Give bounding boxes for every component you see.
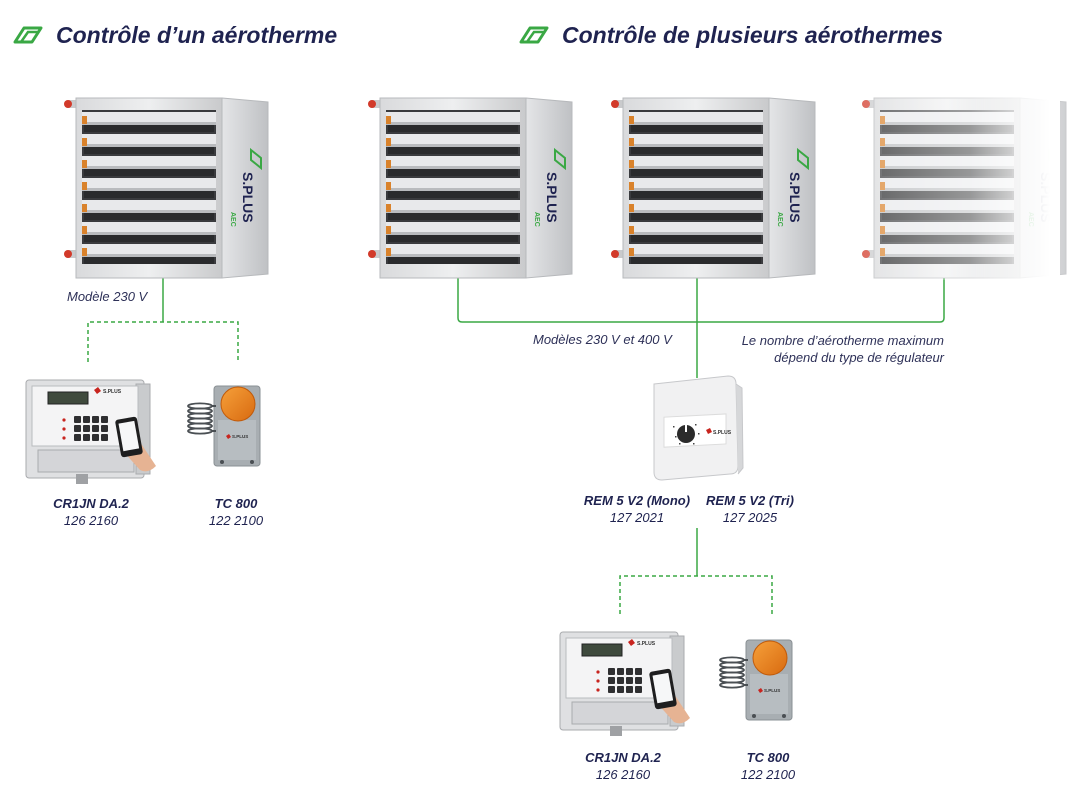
dashed-connector: [87, 321, 239, 362]
device-name: TC 800: [746, 750, 790, 765]
device-name: TC 800: [214, 496, 258, 511]
device-name: REM 5 V2 (Mono): [583, 493, 691, 508]
caption-max-note-line1: Le nombre d’aérotherme maximum: [741, 333, 944, 348]
label-rem-mono: REM 5 V2 (Mono) 127 2021: [578, 492, 696, 526]
tc800-thermostat-image: S.PLUS: [719, 639, 793, 721]
solid-connector: [457, 278, 945, 323]
svg-text:S.PLUS: S.PLUS: [232, 434, 248, 439]
heading-multiple-control: Contrôle de plusieurs aérothermes: [518, 18, 943, 52]
device-code: 126 2160: [595, 767, 651, 782]
svg-text:S.PLUS: S.PLUS: [544, 172, 560, 223]
device-code: 122 2100: [208, 513, 264, 528]
svg-text:AEC: AEC: [776, 212, 783, 227]
svg-text:AEC: AEC: [533, 212, 540, 227]
device-code: 122 2100: [740, 767, 796, 782]
leaf-logo-icon: [13, 26, 43, 44]
dashed-connector: [619, 575, 773, 614]
device-name: CR1JN DA.2: [585, 750, 661, 765]
device-code: 126 2160: [63, 513, 119, 528]
cr1jn-controller-image: S.PLUS: [559, 631, 690, 736]
unit-heater-image: S.PLUS AEC: [611, 97, 816, 279]
device-name: REM 5 V2 (Tri): [706, 493, 794, 508]
heading-single-title: Contrôle d’un aérotherme: [56, 21, 338, 48]
svg-text:S.PLUS: S.PLUS: [787, 172, 803, 223]
svg-text:S.PLUS: S.PLUS: [240, 172, 256, 223]
device-code: 127 2025: [722, 510, 778, 525]
svg-text:S.PLUS: S.PLUS: [103, 389, 122, 395]
svg-text:AEC: AEC: [229, 212, 236, 227]
tc800-thermostat-image: S.PLUS: [187, 385, 261, 467]
unit-heater-image: S.PLUS AEC: [64, 97, 269, 279]
caption-multi-models: Modèles 230 V et 400 V: [533, 332, 672, 347]
device-code: 127 2021: [609, 510, 665, 525]
cr1jn-controller-image: S.PLUS: [25, 379, 156, 484]
device-name: CR1JN DA.2: [53, 496, 129, 511]
label-rem-tri: REM 5 V2 (Tri) 127 2025: [700, 492, 800, 526]
leaf-logo-icon: [519, 26, 549, 44]
label-cr1jn-left: CR1JN DA.2 126 2160: [44, 495, 138, 529]
rotary-knob-icon: [677, 425, 695, 443]
svg-text:S.PLUS: S.PLUS: [637, 641, 656, 647]
label-tc800-left: TC 800 122 2100: [196, 495, 276, 529]
svg-text:S.PLUS: S.PLUS: [764, 688, 780, 693]
label-cr1jn-bottom: CR1JN DA.2 126 2160: [576, 749, 670, 783]
label-tc800-bottom: TC 800 122 2100: [728, 749, 808, 783]
svg-text:S.PLUS: S.PLUS: [713, 430, 732, 436]
heading-multiple-title: Contrôle de plusieurs aérothermes: [562, 21, 943, 48]
rem5-regulator-image: S.PLUS: [653, 375, 744, 481]
unit-heater-image: S.PLUS AEC: [368, 97, 573, 279]
caption-max-note: Le nombre d’aérotherme maximum dépend du…: [700, 332, 944, 366]
caption-single-model: Modèle 230 V: [67, 289, 148, 304]
heading-single-control: Contrôle d’un aérotherme: [12, 18, 337, 52]
caption-max-note-line2: dépend du type de régulateur: [774, 350, 944, 365]
